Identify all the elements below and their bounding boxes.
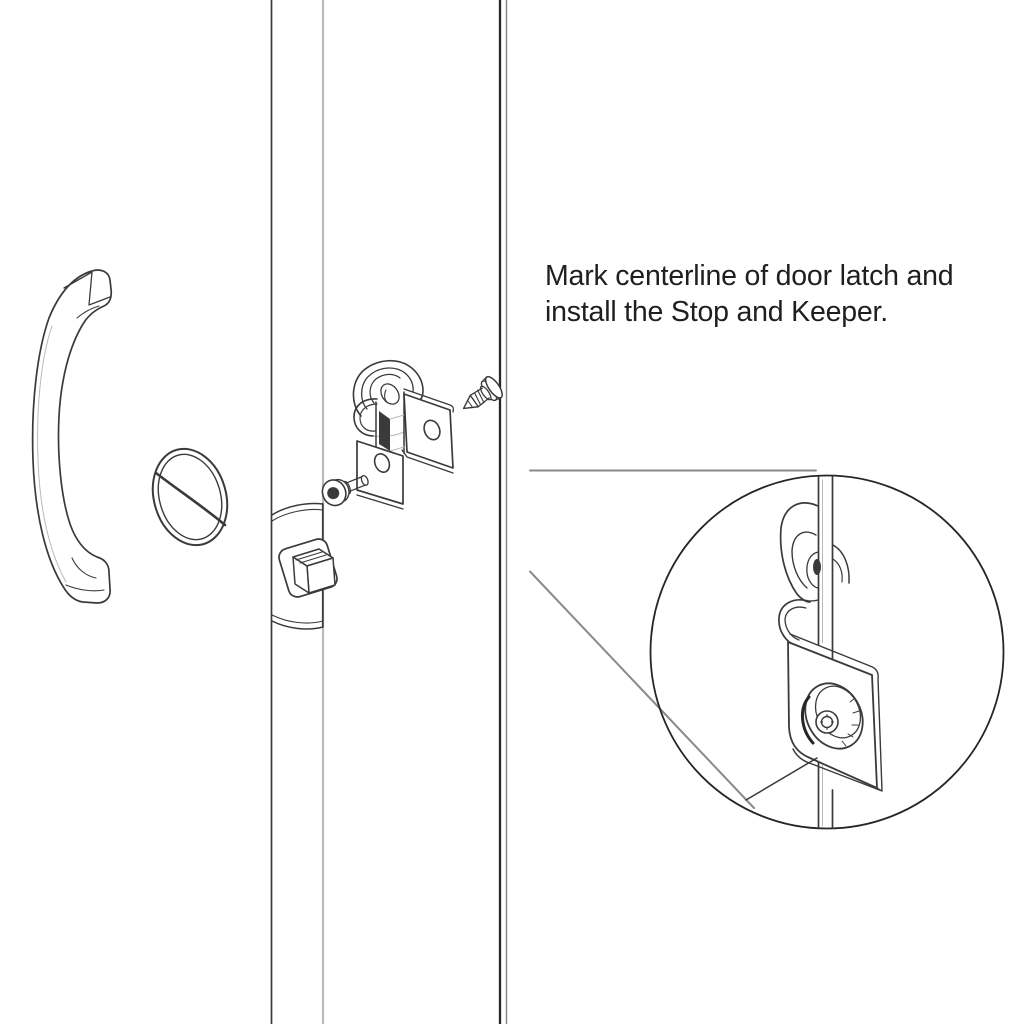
detail-leader-lines	[529, 469, 817, 809]
keeper-bracket-illustration	[352, 360, 455, 510]
detail-keeper-illustration	[778, 599, 883, 792]
detail-door-edge-bar	[817, 476, 834, 829]
door-latch-illustration	[271, 502, 338, 630]
thumb-turn-disc-illustration	[151, 447, 229, 547]
instruction-line-2: install the Stop and Keeper.	[545, 296, 888, 328]
door-frame-lines	[270, 0, 508, 1024]
detail-circle-outline	[649, 474, 1005, 830]
detail-latch-hook	[779, 502, 850, 603]
door-pull-handle-illustration	[31, 269, 113, 604]
latch-knob	[292, 548, 336, 594]
mounting-screw-left-illustration	[321, 474, 369, 507]
instruction-text: Mark centerline of door latch and instal…	[545, 258, 1015, 330]
detail-circle-view	[649, 474, 1005, 830]
slot-line	[154, 471, 227, 527]
detail-section-line	[745, 757, 818, 801]
mounting-screw-right-illustration	[462, 375, 503, 410]
instruction-line-1: Mark centerline of door latch and	[545, 260, 954, 292]
